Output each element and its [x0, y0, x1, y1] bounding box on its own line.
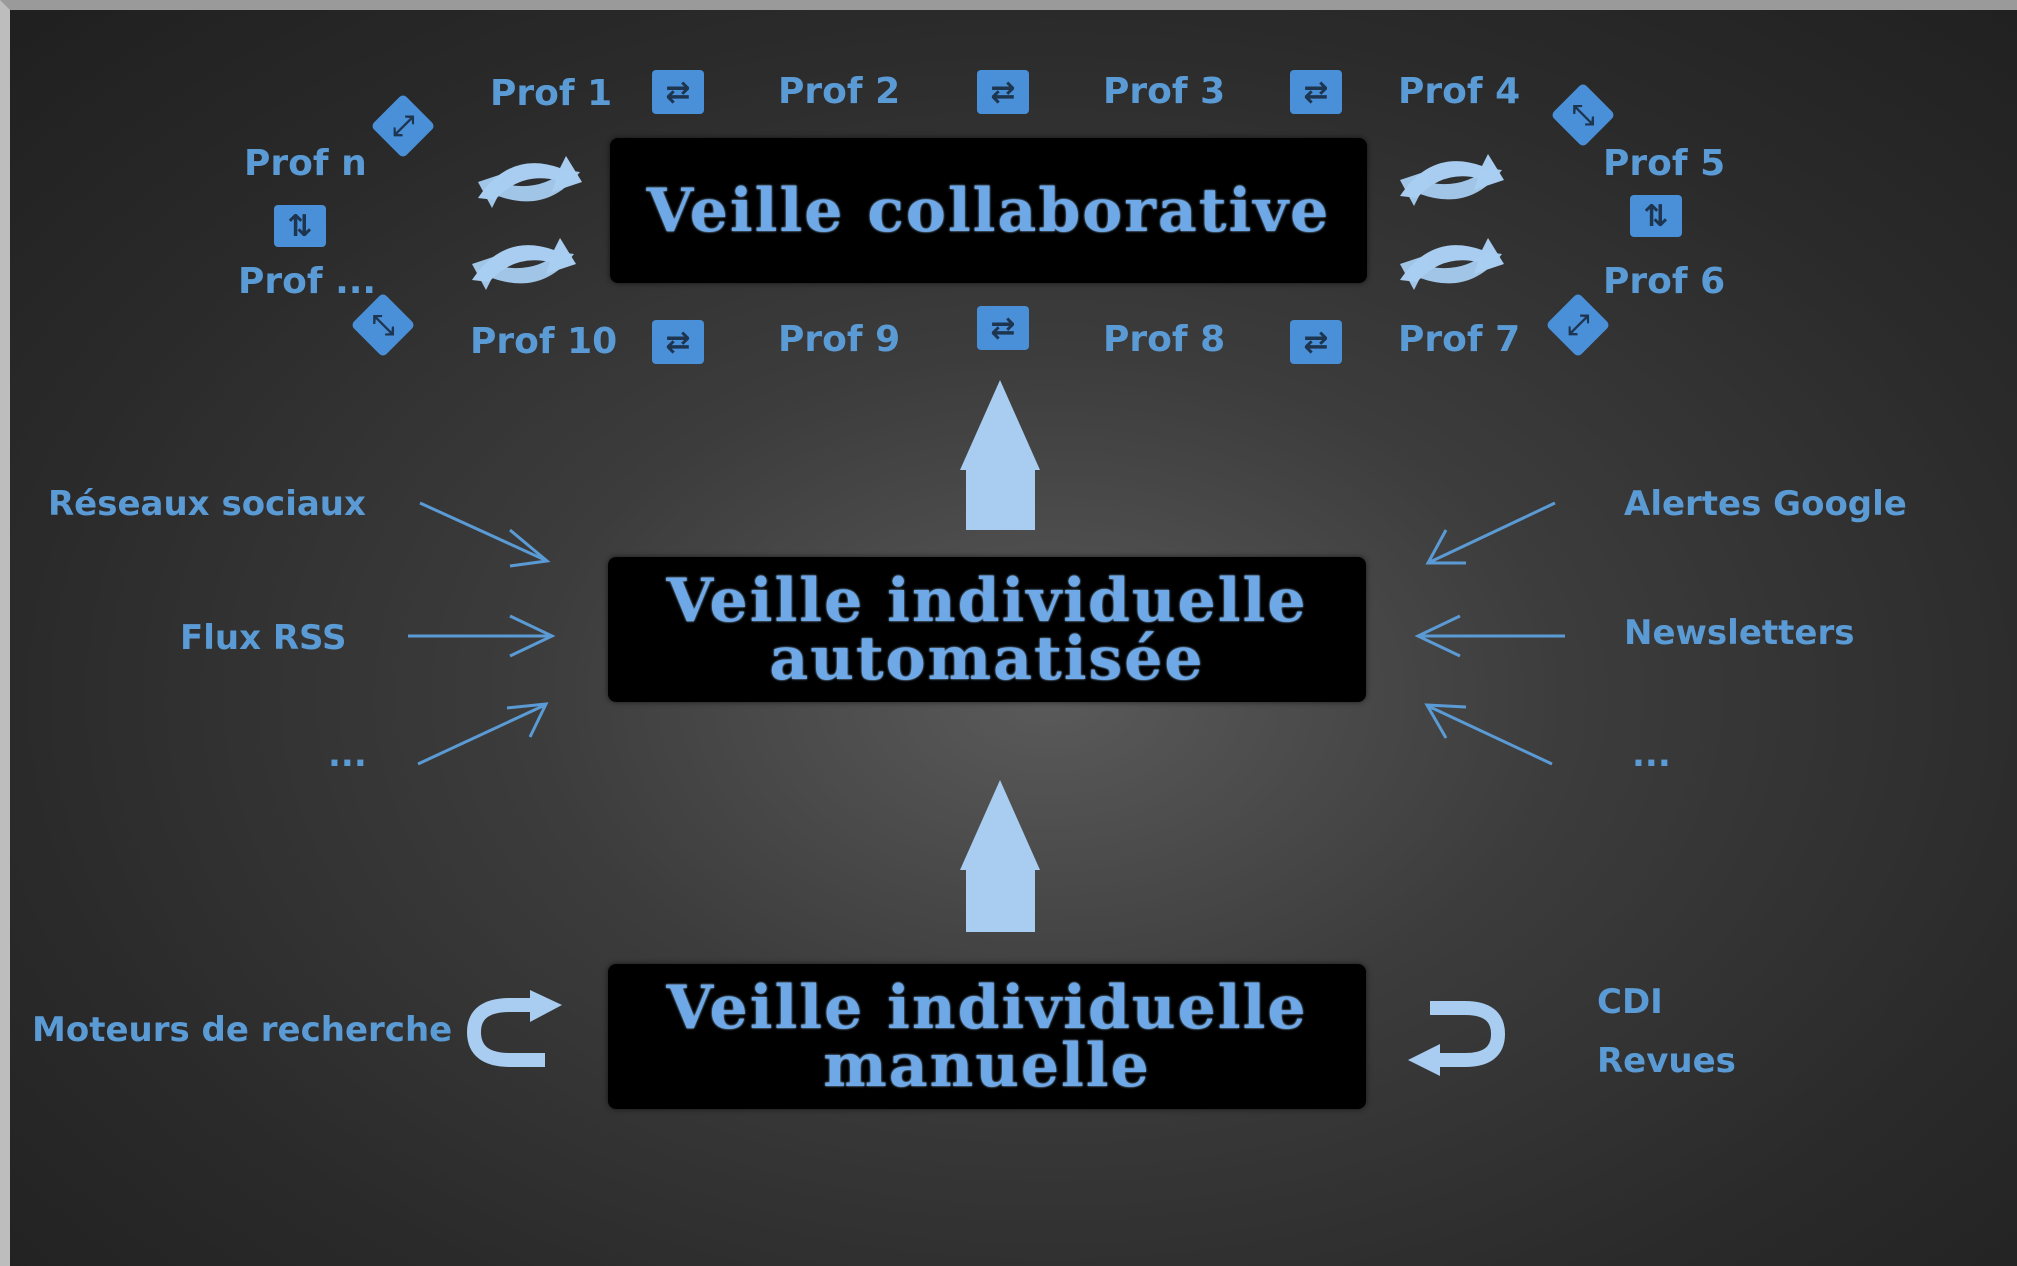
source-flux-rss: Flux RSS — [180, 618, 347, 658]
up-arrow-icon — [960, 780, 1040, 932]
u-turn-arrow-icon — [1408, 1044, 1440, 1076]
prof-9-label: Prof 9 — [778, 319, 901, 360]
prof-dots-label: Prof ... — [238, 261, 377, 302]
input-arrow-icon — [1414, 614, 1565, 658]
cdi-label: CDI — [1597, 982, 1663, 1022]
source-left-ellipsis: ... — [328, 735, 367, 775]
veille-collaborative-title: Veille collaborative — [646, 175, 1331, 246]
input-arrow-icon — [408, 614, 556, 658]
input-arrow-icon — [1424, 703, 1553, 766]
exchange-arrows-icon: ⇄ — [977, 70, 1029, 114]
prof-4-label: Prof 4 — [1398, 71, 1521, 112]
exchange-arrows-icon: ⇄ — [1290, 320, 1342, 364]
exchange-arrows-icon: ⇄ — [977, 306, 1029, 350]
prof-6-label: Prof 6 — [1603, 261, 1726, 302]
veille-manuelle-line2: manuelle — [823, 1030, 1151, 1101]
u-turn-arrow-icon — [1430, 1001, 1506, 1067]
veille-automatisee-line2: automatisée — [769, 623, 1205, 694]
revues-label: Revues — [1597, 1041, 1736, 1081]
input-arrow-icon — [419, 501, 551, 568]
veille-manuelle-line1: Veille individuelle — [666, 972, 1308, 1043]
veille-automatisee-line1: Veille individuelle — [666, 565, 1308, 636]
prof-7-label: Prof 7 — [1398, 319, 1521, 360]
vertical-exchange-icon: ⇅ — [274, 205, 326, 247]
prof-2-label: Prof 2 — [778, 71, 901, 112]
exchange-arrows-icon: ⇄ — [1290, 70, 1342, 114]
prof-3-label: Prof 3 — [1103, 71, 1226, 112]
u-turn-arrow-icon — [530, 990, 562, 1022]
exchange-arrows-icon: ⇄ — [652, 320, 704, 364]
vertical-exchange-icon: ⇅ — [1630, 195, 1682, 237]
curved-swap-arrows-icon — [1400, 154, 1504, 206]
source-reseaux-sociaux: Réseaux sociaux — [48, 484, 366, 524]
source-alertes-google: Alertes Google — [1624, 484, 1907, 524]
u-turn-arrow-icon — [466, 998, 545, 1067]
source-newsletters: Newsletters — [1624, 613, 1855, 653]
veille-collaborative-box: Veille collaborative — [610, 138, 1367, 283]
up-arrow-icon — [960, 380, 1040, 530]
prof-5-label: Prof 5 — [1603, 143, 1726, 184]
input-arrow-icon — [417, 702, 549, 766]
exchange-arrows-icon: ⇄ — [652, 70, 704, 114]
prof-1-label: Prof 1 — [490, 73, 613, 114]
prof-n-label: Prof n — [244, 143, 367, 184]
prof-10-label: Prof 10 — [470, 321, 618, 362]
prof-8-label: Prof 8 — [1103, 319, 1226, 360]
curved-swap-arrows-icon — [1400, 238, 1504, 290]
input-arrow-icon — [1425, 501, 1556, 565]
moteurs-de-recherche-label: Moteurs de recherche — [32, 1010, 453, 1050]
veille-automatisee-box: Veille individuelle automatisée — [608, 557, 1366, 702]
veille-manuelle-box: Veille individuelle manuelle — [608, 964, 1366, 1109]
source-right-ellipsis: ... — [1632, 735, 1671, 775]
curved-swap-arrows-icon — [472, 238, 576, 290]
curved-swap-arrows-icon — [478, 156, 582, 208]
